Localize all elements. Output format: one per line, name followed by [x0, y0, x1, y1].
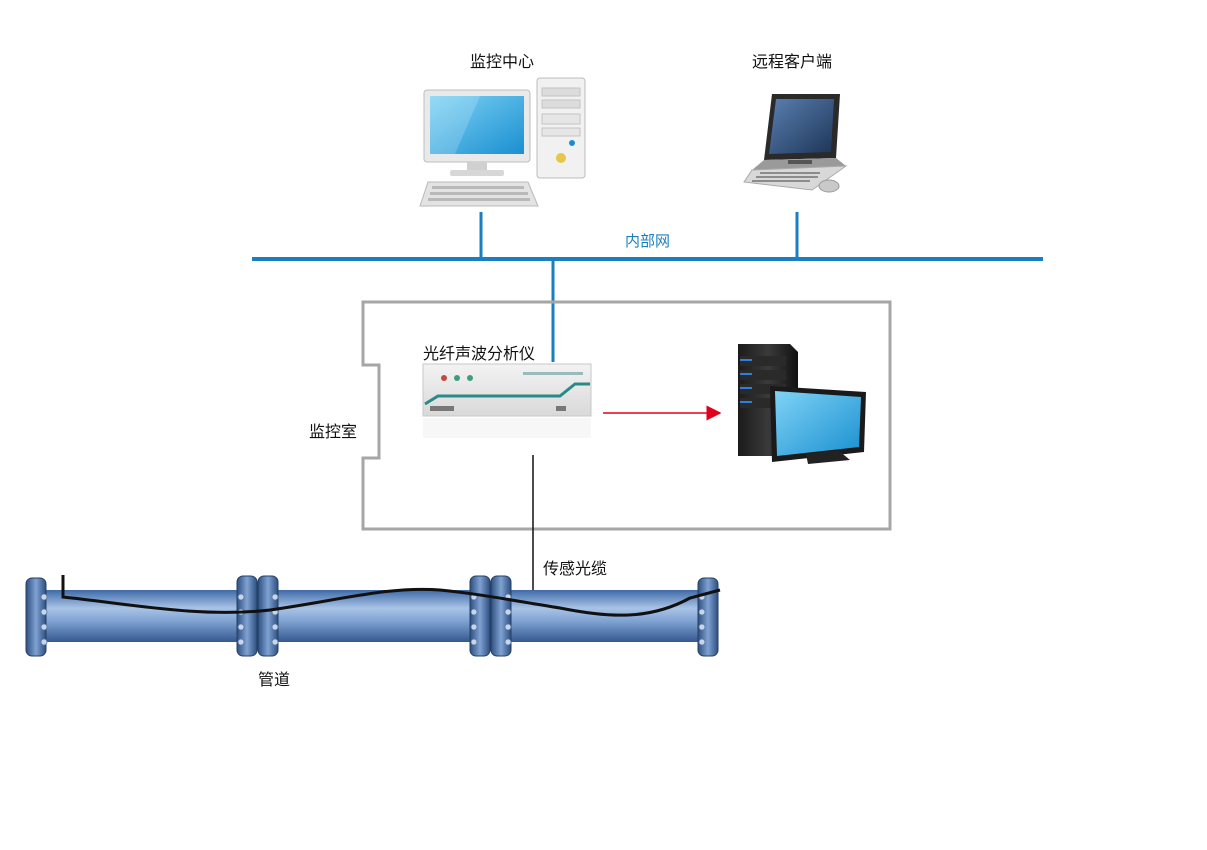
- remote-client-label: 远程客户端: [752, 52, 833, 71]
- pipeline-icon: [25, 575, 721, 657]
- control-room-label: 监控室: [309, 422, 358, 441]
- analyzer-label: 光纤声波分析仪: [423, 344, 536, 363]
- server-monitor-icon: [738, 344, 866, 464]
- monitoring-center-label: 监控中心: [470, 52, 535, 71]
- intranet-label: 内部网: [625, 232, 671, 250]
- analyzer-device-icon: [422, 363, 592, 438]
- pipeline-label: 管道: [258, 670, 291, 689]
- sensing-cable-on-pipe: [61, 575, 721, 617]
- sensing-cable-label: 传感光缆: [543, 559, 608, 578]
- desktop-computer-icon: [419, 77, 586, 207]
- control-room-boundary: [361, 300, 892, 531]
- laptop-icon: [743, 94, 848, 193]
- intranet-network: [252, 212, 1043, 362]
